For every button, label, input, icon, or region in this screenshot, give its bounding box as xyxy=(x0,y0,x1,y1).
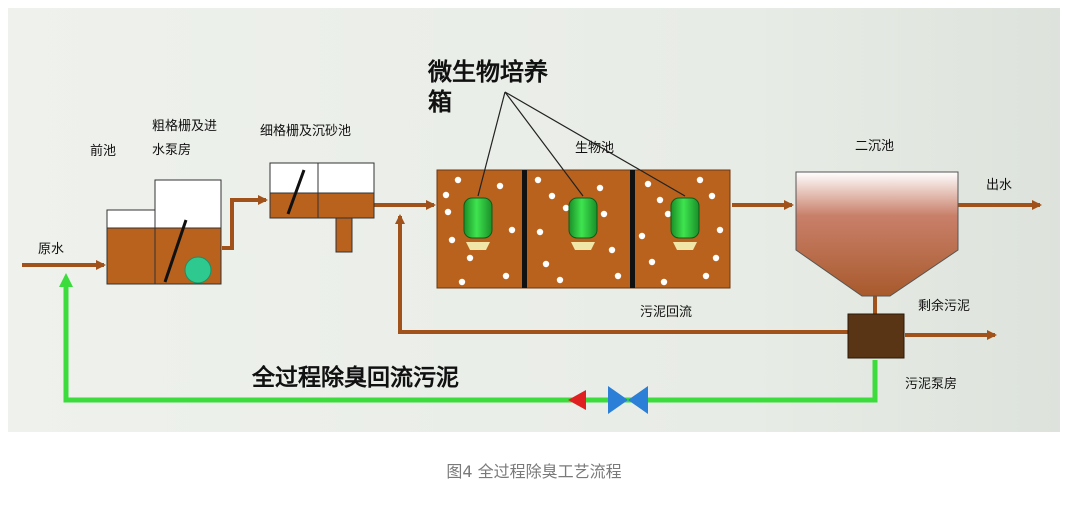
secondary-clarifier xyxy=(795,171,959,297)
bubble xyxy=(442,191,450,199)
bubble xyxy=(600,210,608,218)
culture-box-label-line2: 箱 xyxy=(428,87,452,116)
bio-tank-partition xyxy=(522,170,527,288)
bubble xyxy=(502,272,510,280)
bubble xyxy=(444,208,452,216)
culture-module-icon xyxy=(568,197,598,250)
bubble xyxy=(596,184,604,192)
bubble xyxy=(548,192,556,200)
bubble xyxy=(712,254,720,262)
bubble xyxy=(458,278,466,286)
excess-sludge-label: 剩余污泥 xyxy=(918,298,970,314)
clarifier-label: 二沉池 xyxy=(855,139,894,154)
process-lines xyxy=(22,195,1042,340)
front-tank-unit xyxy=(106,179,222,285)
bubble xyxy=(466,254,474,262)
bubble xyxy=(562,204,570,212)
bubble xyxy=(508,226,516,234)
bubble xyxy=(696,176,704,184)
bubble xyxy=(556,276,564,284)
butterfly-valve-icon xyxy=(608,386,648,414)
culture-box-label-line1: 微生物培养 xyxy=(427,57,548,86)
bubble xyxy=(534,176,542,184)
fine-screen-grit-chamber xyxy=(269,162,375,253)
bubble xyxy=(536,228,544,236)
sludge-return-line xyxy=(395,214,850,334)
coarse-screen-label-line1: 粗格栅及进 xyxy=(152,118,217,134)
bubble xyxy=(608,246,616,254)
bubble xyxy=(716,226,724,234)
intake-pump-icon xyxy=(184,256,212,284)
bubble xyxy=(454,176,462,184)
bubble xyxy=(496,182,504,190)
bubble xyxy=(648,258,656,266)
coarse-screen-label-line2: 水泵房 xyxy=(152,142,191,158)
process-flow-diagram: 原水 前池 粗格栅及进 水泵房 细格栅及沉砂池 微生物培养 箱 生物池 二沉池 … xyxy=(8,8,1060,432)
bubble xyxy=(660,278,668,286)
bubble xyxy=(542,260,550,268)
fine-screen-label: 细格栅及沉砂池 xyxy=(260,123,351,139)
raw-water-label: 原水 xyxy=(38,242,64,257)
front-tank-label: 前池 xyxy=(90,143,116,159)
bubble xyxy=(664,210,672,218)
bubble xyxy=(708,192,716,200)
odor-return-label: 全过程除臭回流污泥 xyxy=(251,364,459,391)
sludge-pump-house-box xyxy=(847,313,905,359)
check-valve-icon xyxy=(568,390,586,410)
culture-module-icon xyxy=(670,197,700,250)
fine-screen-bar xyxy=(286,169,306,215)
bubble xyxy=(614,272,622,280)
bubble xyxy=(656,196,664,204)
bubble xyxy=(638,232,646,240)
odor-return-line xyxy=(59,273,878,403)
bubble xyxy=(448,236,456,244)
pump-to-fine-screen-arrow xyxy=(222,195,268,250)
effluent-label: 出水 xyxy=(986,178,1012,193)
sludge-pump-house-label: 污泥泵房 xyxy=(905,376,957,392)
culture-box-callout-lines xyxy=(477,91,686,197)
culture-module-icon xyxy=(463,197,493,250)
sludge-return-label: 污泥回流 xyxy=(640,305,692,320)
aeration-bubbles xyxy=(442,176,724,286)
bio-tank-label: 生物池 xyxy=(575,141,614,156)
figure-caption: 图4 全过程除臭工艺流程 xyxy=(446,462,622,481)
bubble xyxy=(644,180,652,188)
bio-tank-partition xyxy=(630,170,635,288)
coarse-screen-bar xyxy=(163,219,188,283)
bubble xyxy=(702,272,710,280)
